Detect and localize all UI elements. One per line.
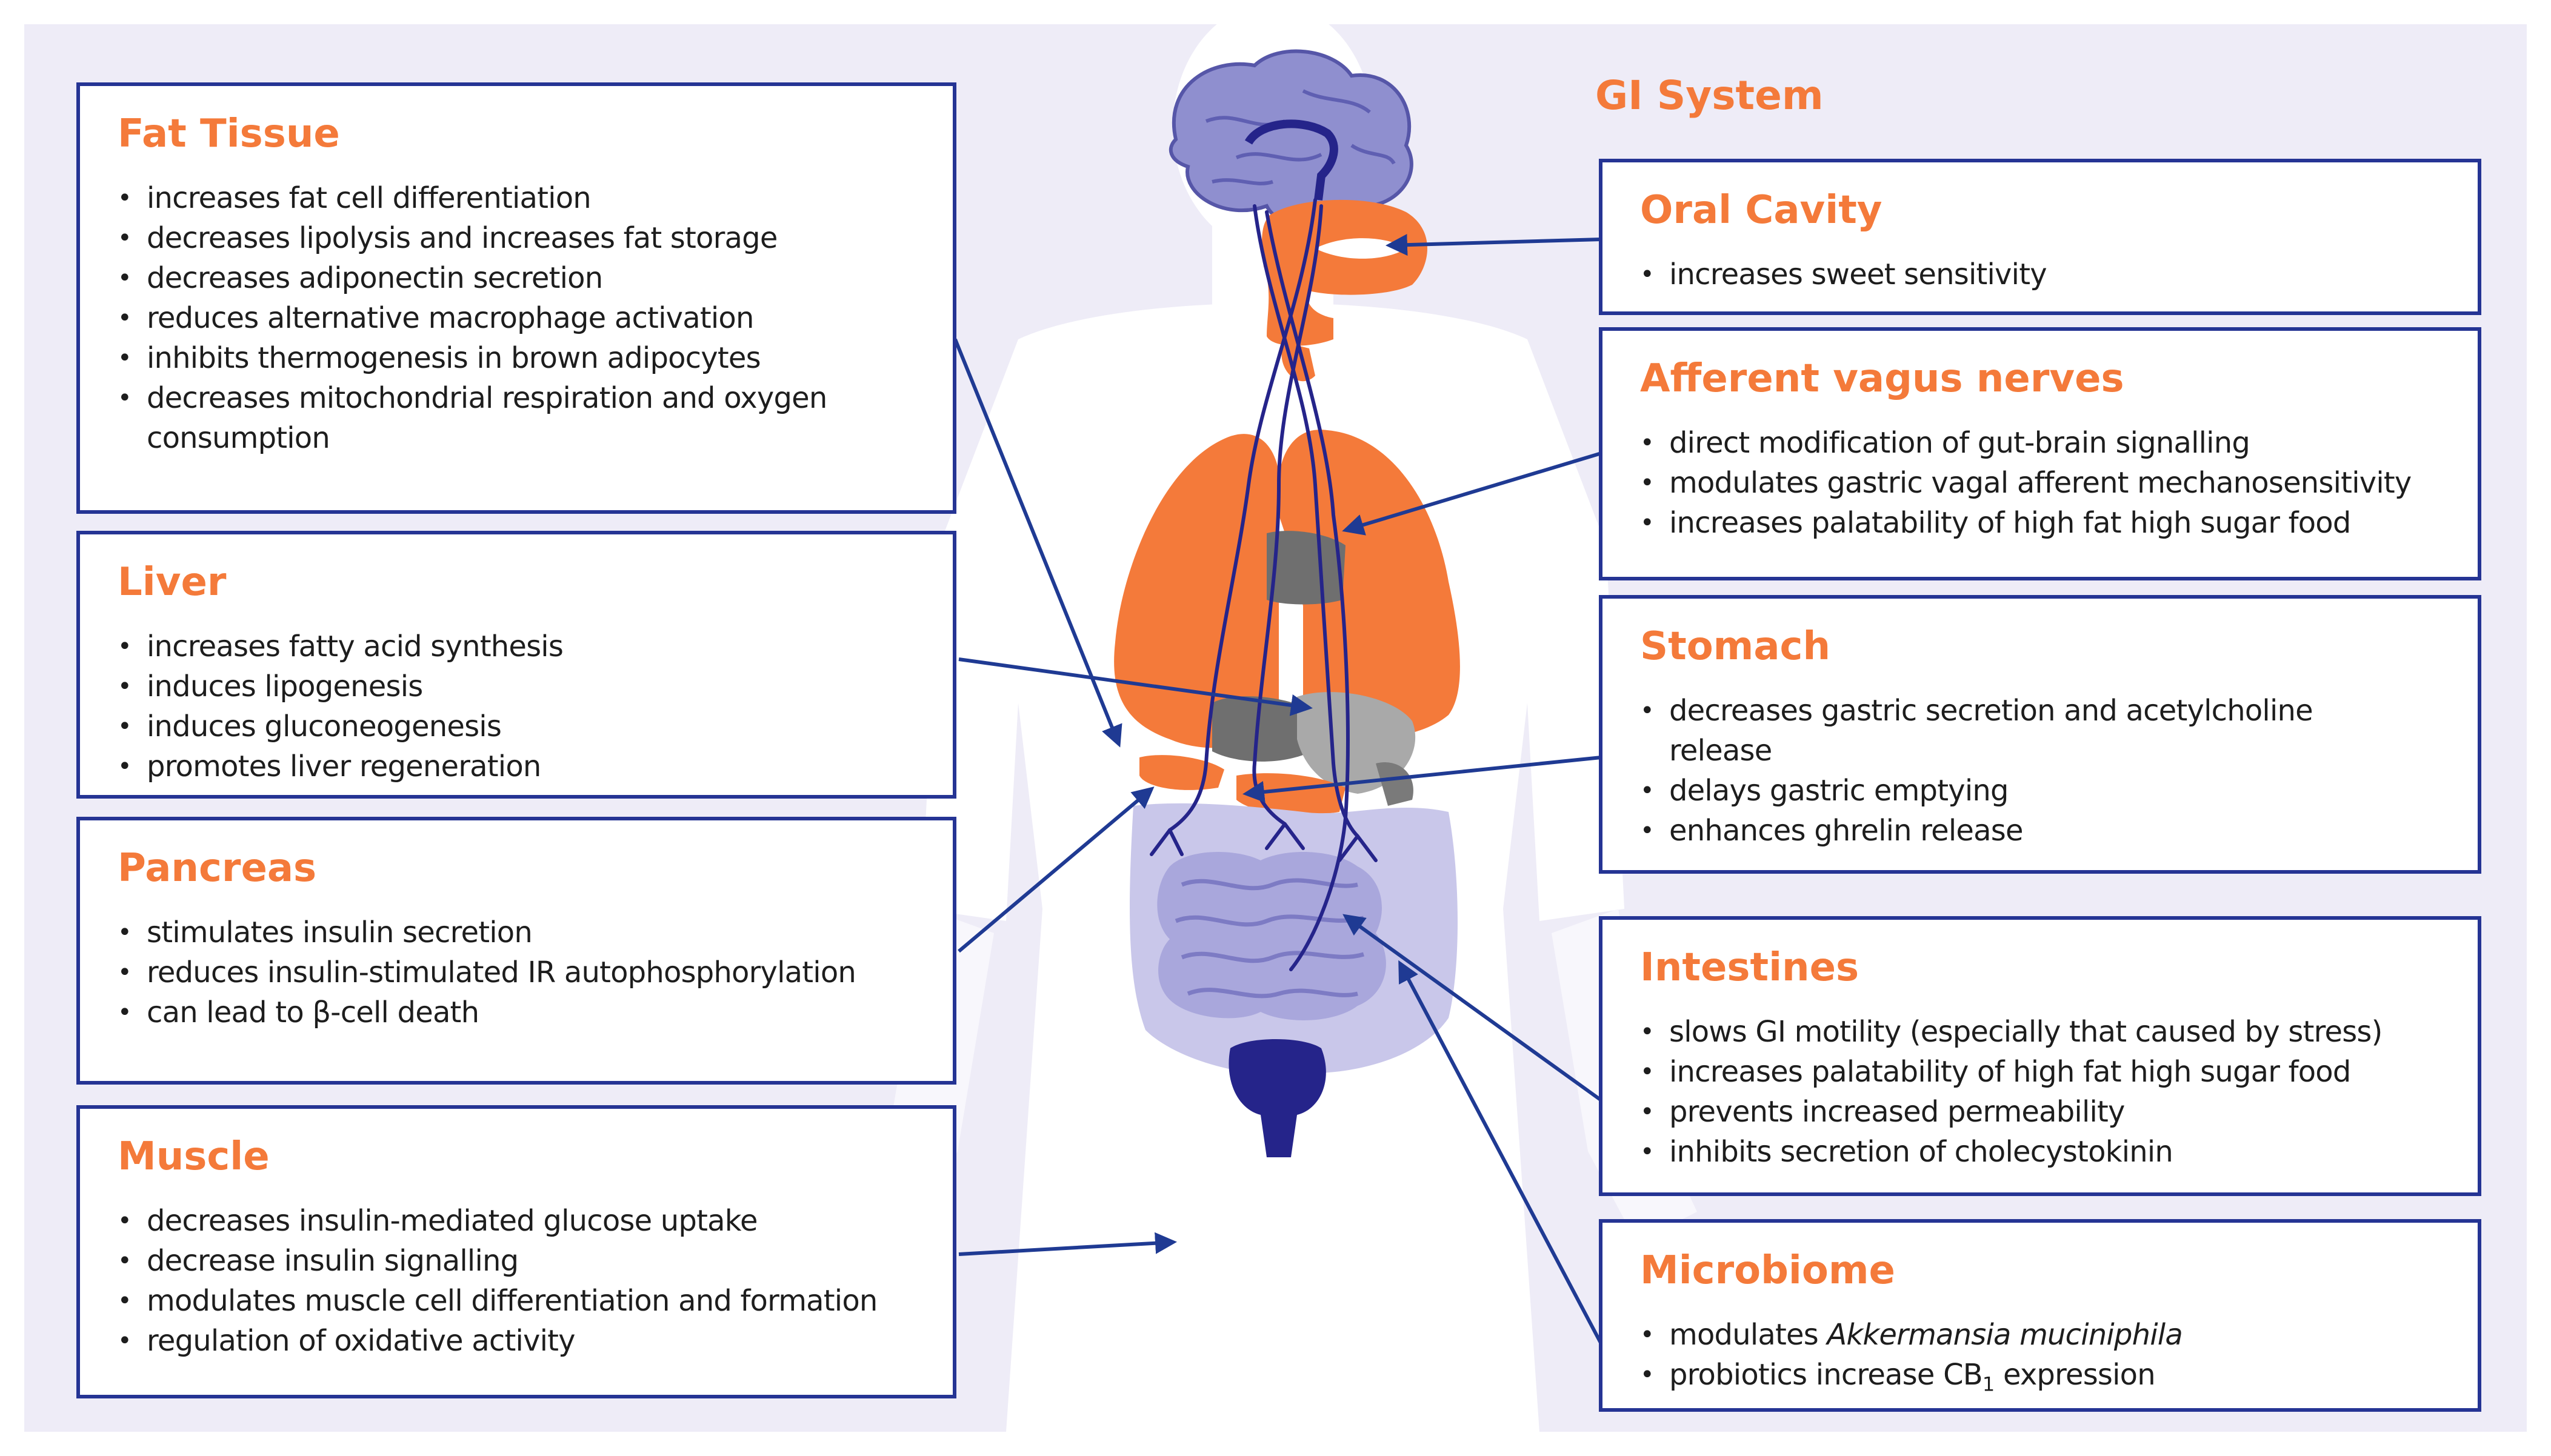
liver-box: Liver increases fatty acid synthesis ind… <box>76 531 956 799</box>
list-item: increases palatability of high fat high … <box>1640 1052 2453 1092</box>
vagus-list: direct modification of gut-brain signall… <box>1640 423 2453 543</box>
list-item: decreases mitochondrial respiration and … <box>118 378 874 458</box>
list-item: increases fat cell differentiation <box>118 178 929 218</box>
intestines-box: Intestines slows GI motility (especially… <box>1599 916 2481 1196</box>
pancreas-list: stimulates insulin secretion reduces ins… <box>118 912 929 1032</box>
list-item: regulation of oxidative activity <box>118 1321 929 1361</box>
list-item: increases fatty acid synthesis <box>118 627 929 667</box>
list-item: reduces insulin-stimulated IR autophosph… <box>118 952 929 992</box>
list-item: can lead to β-cell death <box>118 992 929 1032</box>
list-item: induces gluconeogenesis <box>118 706 929 746</box>
list-item: slows GI motility (especially that cause… <box>1640 1012 2453 1052</box>
intestines <box>1130 803 1458 1074</box>
muscle-list: decreases insulin-mediated glucose uptak… <box>118 1201 929 1361</box>
stomach-title: Stomach <box>1640 624 1831 669</box>
arrow-liver <box>958 657 1313 716</box>
list-item: promotes liver regeneration <box>118 746 929 786</box>
list-item: delays gastric emptying <box>1640 771 2453 811</box>
microbiome-title: Microbiome <box>1640 1248 1895 1293</box>
intestines-title: Intestines <box>1640 945 1859 990</box>
vagus-title: Afferent vagus nerves <box>1640 356 2124 401</box>
list-item: inhibits thermogenesis in brown adipocyt… <box>118 338 929 378</box>
liver-list: increases fatty acid synthesis induces l… <box>118 627 929 786</box>
lungs <box>1114 430 1460 748</box>
bladder <box>1229 1039 1326 1157</box>
list-item: modulates Akkermansia muciniphila <box>1640 1315 2453 1355</box>
arrow-vagus <box>1342 451 1602 536</box>
item-text: probiotics increase CB <box>1669 1358 1983 1392</box>
list-item: decreases gastric secretion and acetylch… <box>1640 691 2384 771</box>
fat-tissue-title: Fat Tissue <box>118 111 340 156</box>
list-item: inhibits secretion of cholecystokinin <box>1640 1132 2453 1172</box>
vagus-box: Afferent vagus nerves direct modificatio… <box>1599 327 2481 580</box>
stomach-list: decreases gastric secretion and acetylch… <box>1640 691 2453 851</box>
list-item: decreases adiponectin secretion <box>118 258 929 298</box>
list-item: decrease insulin signalling <box>118 1241 929 1281</box>
list-item: enhances ghrelin release <box>1640 811 2453 851</box>
brain <box>1169 49 1413 228</box>
connector-arrows <box>953 234 1603 1345</box>
muscle-title: Muscle <box>118 1134 270 1179</box>
list-item: prevents increased permeability <box>1640 1092 2453 1132</box>
list-item: probiotics increase CB1 expression <box>1640 1355 2453 1404</box>
gi-system-title: GI System <box>1595 72 1824 119</box>
fat-tissue-list: increases fat cell differentiation decre… <box>118 178 929 458</box>
microbiome-box: Microbiome modulates Akkermansia mucinip… <box>1599 1219 2481 1412</box>
list-item: decreases lipolysis and increases fat st… <box>118 218 929 258</box>
list-item: increases palatability of high fat high … <box>1640 503 2453 543</box>
list-item: increases sweet sensitivity <box>1640 254 2453 294</box>
list-item: reduces alternative macrophage activatio… <box>118 298 929 338</box>
microbiome-list: modulates Akkermansia muciniphila probio… <box>1640 1315 2453 1404</box>
list-item: direct modification of gut-brain signall… <box>1640 423 2453 463</box>
pancreas-title: Pancreas <box>118 846 317 891</box>
arrow-muscle <box>958 1232 1177 1256</box>
list-item: decreases insulin-mediated glucose uptak… <box>118 1201 929 1241</box>
fat-tissue-box: Fat Tissue increases fat cell differenti… <box>76 82 956 514</box>
arrow-intestines <box>1342 914 1602 1102</box>
subscript: 1 <box>1982 1372 1995 1396</box>
oral-cavity-list: increases sweet sensitivity <box>1640 254 2453 294</box>
species-name: Akkermansia muciniphila <box>1827 1318 2183 1352</box>
intestines-list: slows GI motility (especially that cause… <box>1640 1012 2453 1172</box>
item-text: expression <box>1994 1358 2156 1392</box>
list-item: modulates muscle cell differentiation an… <box>118 1281 929 1321</box>
arrow-microbiome <box>1398 960 1603 1345</box>
liver-title: Liver <box>118 560 227 605</box>
oral-cavity-title: Oral Cavity <box>1640 188 1882 233</box>
list-item: stimulates insulin secretion <box>118 912 929 952</box>
arrow-stomach <box>1242 756 1602 803</box>
pancreas-box: Pancreas stimulates insulin secretion re… <box>76 817 956 1085</box>
stomach-box: Stomach decreases gastric secretion and … <box>1599 595 2481 874</box>
item-text: modulates <box>1669 1318 1827 1352</box>
arrow-pancreas <box>958 786 1155 953</box>
muscle-box: Muscle decreases insulin-mediated glucos… <box>76 1105 956 1398</box>
list-item: induces lipogenesis <box>118 667 929 706</box>
arrow-oral-cavity <box>1386 234 1602 256</box>
list-item: modulates gastric vagal afferent mechano… <box>1640 463 2453 503</box>
oral-cavity-box: Oral Cavity increases sweet sensitivity <box>1599 159 2481 315</box>
